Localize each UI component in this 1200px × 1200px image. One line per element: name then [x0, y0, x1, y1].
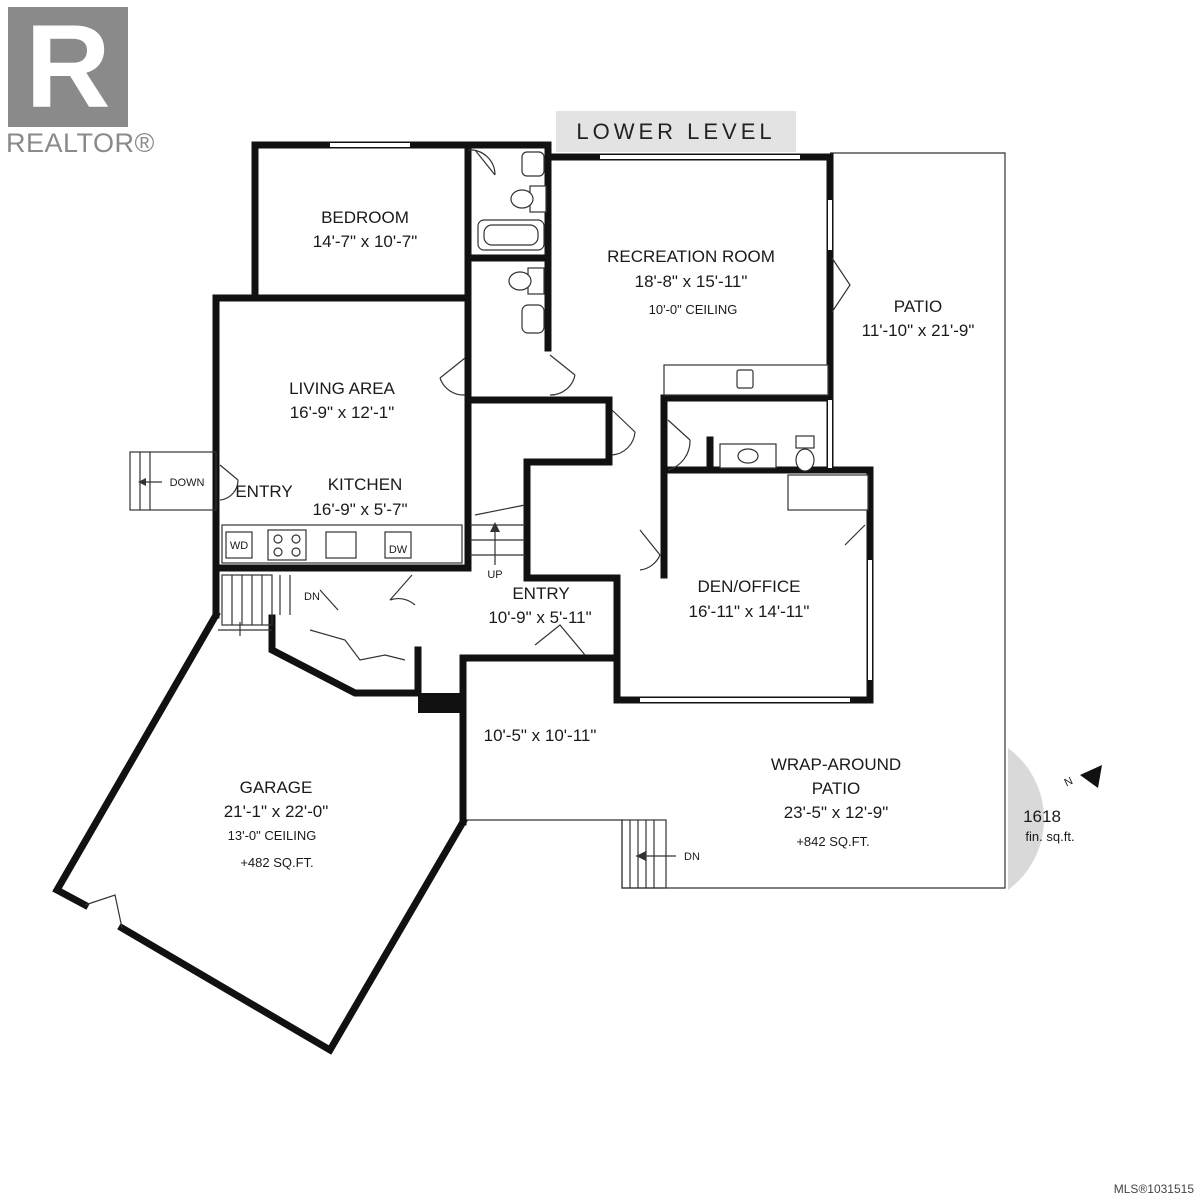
bath-door: [467, 149, 496, 176]
bar-sink: [736, 369, 754, 389]
up-label: UP: [487, 569, 502, 581]
side-steps: [129, 451, 217, 511]
toilet-bowl: [510, 189, 534, 209]
bifold-closet-door: [309, 629, 406, 661]
dw-label: DW: [389, 544, 408, 556]
north-label: N: [1063, 775, 1075, 789]
hall-door: [611, 409, 636, 456]
bedroom-name: BEDROOM: [321, 208, 409, 227]
bath-sink: [521, 304, 545, 334]
kitchen-name: KITCHEN: [328, 475, 403, 494]
compass: N 1618 fin. sq.ft.: [1008, 748, 1102, 890]
kitchen-wall: [212, 396, 472, 572]
mls-number: MLS®1031515: [1113, 1182, 1194, 1196]
living-dims: 16'-9" x 12'-1": [290, 403, 395, 422]
living-name: LIVING AREA: [289, 379, 395, 398]
entry-wall: [459, 654, 621, 826]
wrap-patio-name-1: WRAP-AROUND: [771, 755, 901, 774]
burner: [291, 534, 301, 544]
powder-door: [667, 419, 691, 471]
closet-door: [389, 574, 416, 606]
burner: [291, 547, 301, 557]
patio-french-door: [831, 257, 851, 313]
patio-extra-dims: 10'-5" x 10'-11": [484, 726, 597, 745]
patio-dims: 11'-10" x 21'-9": [862, 321, 975, 340]
sqft-value: 1618: [1023, 807, 1061, 826]
north-arrow-icon: [1080, 765, 1102, 788]
entry-dims: 10'-9" x 5'-11": [488, 608, 591, 627]
level-title: LOWER LEVEL: [556, 111, 796, 152]
wrap-patio-area: +842 SQ.FT.: [796, 834, 869, 849]
garage-area: +482 SQ.FT.: [240, 855, 313, 870]
realtor-logo-text: REALTOR®: [6, 128, 155, 158]
side-entry-door: [219, 464, 239, 501]
toilet-bowl: [795, 448, 815, 472]
patio-outline: [463, 152, 1006, 889]
patio-name: PATIO: [894, 297, 943, 316]
structural-column: [418, 693, 463, 713]
entry-front-door: [534, 624, 586, 656]
patio-dn-label: DN: [684, 851, 700, 863]
garage-wall: [52, 610, 221, 910]
den-name: DEN/OFFICE: [698, 577, 801, 596]
garage-wall: [117, 817, 468, 1055]
rec-door: [549, 354, 576, 396]
bathtub-basin: [483, 224, 539, 246]
mudroom-wall: [268, 614, 422, 697]
side-entry-name: ENTRY: [235, 482, 292, 501]
patio-steps: [621, 819, 667, 889]
kitchen-dims: 16'-9" x 5'-7": [312, 500, 407, 519]
realtor-logo-letter: R: [25, 1, 111, 133]
garage-name: GARAGE: [240, 778, 313, 797]
kitchen-sink: [325, 531, 357, 559]
down-label: DOWN: [170, 477, 205, 489]
stair-up: [470, 504, 526, 565]
realtor-logo-mark: R: [8, 7, 128, 127]
wrap-patio-dims: 23'-5" x 12'-9": [784, 803, 889, 822]
entry-name: ENTRY: [512, 584, 569, 603]
living-door: [439, 357, 466, 396]
garage-door: [84, 894, 123, 929]
garage-dims: 21'-1" x 22'-0": [224, 802, 329, 821]
toilet-tank: [795, 435, 815, 449]
dishwasher: [384, 531, 412, 559]
bedroom-dims: 14'-7" x 10'-7": [313, 232, 418, 251]
stair-door: [319, 589, 339, 611]
wd-label: WD: [230, 540, 248, 552]
den-built-in: [787, 474, 869, 511]
den-dims: 16'-11" x 14'-11": [689, 602, 810, 621]
burner: [273, 534, 283, 544]
burner: [273, 547, 283, 557]
washer-dryer: [225, 531, 253, 559]
sqft-label: fin. sq.ft.: [1025, 829, 1074, 844]
cooktop: [267, 529, 307, 561]
stair-down: [218, 574, 291, 636]
compass-disc: [1008, 748, 1045, 890]
recreation-name: RECREATION ROOM: [607, 247, 775, 266]
garage-ceiling: 13'-0" CEILING: [228, 828, 317, 843]
patio-dn-arrowhead: [636, 851, 646, 861]
recreation-dims: 18'-8" x 15'-11": [635, 272, 748, 291]
den-patio-door: [844, 524, 866, 546]
recreation-ceiling: 10'-0" CEILING: [649, 302, 738, 317]
bath-sink: [521, 151, 545, 177]
powder-sink: [737, 448, 759, 464]
wrap-patio-name-2: PATIO: [812, 779, 861, 798]
den-door: [639, 529, 661, 571]
stair-dn-label: DN: [304, 591, 320, 603]
toilet-bowl: [508, 271, 532, 291]
